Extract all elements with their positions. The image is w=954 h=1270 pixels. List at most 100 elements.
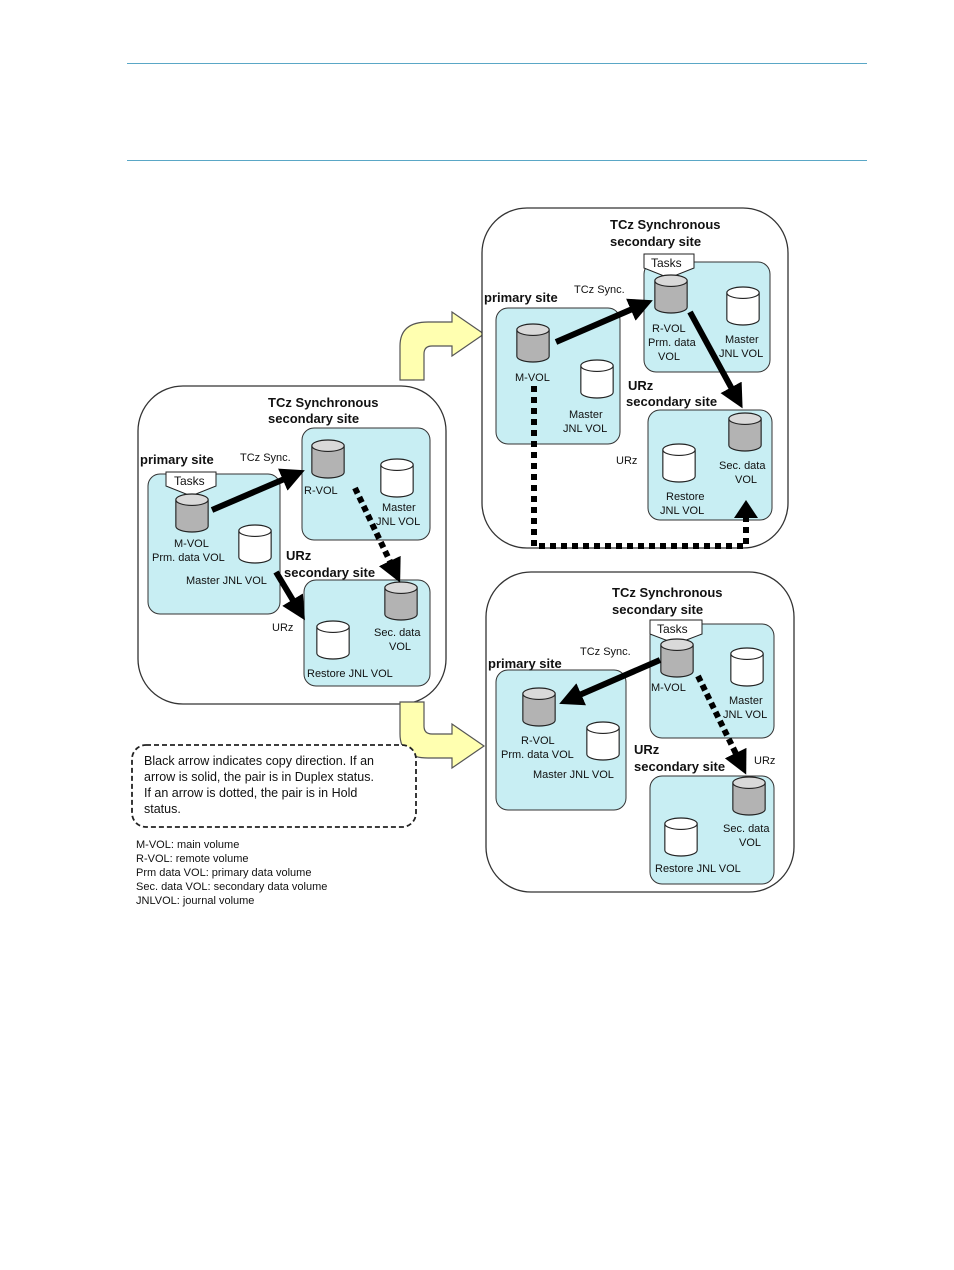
m-vol-prm-label: Prm. data VOL <box>152 552 225 564</box>
urz-hold-path-top <box>531 386 749 549</box>
tcz-sync-arrow <box>210 468 305 513</box>
r-vol-label-top: R-VOL <box>652 323 686 335</box>
tasks-tag-top <box>643 253 695 279</box>
scenario-top-right: TCz Synchronous secondary site primary s… <box>481 207 789 549</box>
restore-jnl-disk <box>316 620 350 660</box>
scenario-bottom-right: TCz Synchronous secondary site primary s… <box>485 571 795 893</box>
sec-vol-label-top: VOL <box>735 474 757 486</box>
restore-jnl-vol-label-top: JNL VOL <box>660 505 704 517</box>
primary-site-label: primary site <box>140 452 214 467</box>
sec-vol-label-bottom: VOL <box>739 837 761 849</box>
restore-jnl-label-bottom: Restore JNL VOL <box>655 863 741 875</box>
legend-item: R-VOL: remote volume <box>136 853 248 865</box>
tasks-label: Tasks <box>174 474 205 488</box>
urz-secondary-site-label-bottom: secondary site <box>634 759 725 774</box>
note-line-3: If an arrow is dotted, the pair is in Ho… <box>144 786 357 800</box>
m-vol-disk-bottom <box>660 638 694 678</box>
urz-secondary-site-label-top: secondary site <box>626 394 717 409</box>
tcz-sync-label-bottom: TCz Sync. <box>580 646 631 658</box>
jnl-vol-label-top-2: JNL VOL <box>719 348 763 360</box>
tcz-secondary-title-top-l2: secondary site <box>610 234 701 249</box>
urz-link-label-top: URz <box>616 455 637 467</box>
tcz-secondary-title-l1: TCz Synchronous <box>268 395 379 410</box>
sec-data-label-bottom: Sec. data <box>723 823 770 835</box>
tcz-secondary-title-top-l1: TCz Synchronous <box>610 217 721 232</box>
restore-jnl-disk-top <box>662 443 696 483</box>
urz-label-bottom: URz <box>634 742 660 757</box>
jnl-vol-label-top: JNL VOL <box>563 423 607 435</box>
header-rule-top <box>127 63 867 64</box>
tasks-label-bottom: Tasks <box>657 622 688 636</box>
sec-data-label-top: Sec. data <box>719 460 766 472</box>
tasks-tag <box>165 471 217 497</box>
m-vol-label: M-VOL <box>174 538 209 550</box>
tasks-tag-bottom <box>649 619 703 645</box>
m-vol-label-bottom: M-VOL <box>651 682 686 694</box>
restore-jnl-disk-bottom <box>664 817 698 857</box>
note-line-4: status. <box>144 802 181 816</box>
note-box <box>131 744 417 828</box>
tcz-sync-label: TCz Sync. <box>240 452 291 464</box>
scenario-left: TCz Synchronous secondary site primary s… <box>137 385 447 705</box>
master-jnl-disk-2 <box>380 458 414 498</box>
urz-link-label-bottom: URz <box>754 755 775 767</box>
legend-item: M-VOL: main volume <box>136 839 239 851</box>
master-jnl-label-bottom: Master JNL VOL <box>533 769 614 781</box>
note-line-2: arrow is solid, the pair is in Duplex st… <box>144 770 374 784</box>
legend-item: Prm data VOL: primary data volume <box>136 867 311 879</box>
urz-hold-arrow-bottom <box>695 674 747 775</box>
m-vol-label-top: M-VOL <box>515 372 550 384</box>
master-label-top-2: Master <box>725 334 759 346</box>
tcz-sync-arrow-top <box>554 298 653 345</box>
jnl-vol-label: JNL VOL <box>376 516 420 528</box>
urz-arrow <box>273 570 305 621</box>
header-rule-bottom <box>127 160 867 161</box>
urz-label-top: URz <box>628 378 654 393</box>
sec-data-disk <box>384 581 418 621</box>
urz-hold-arrowhead-top <box>734 500 758 518</box>
urz-secondary-site-label: secondary site <box>284 565 375 580</box>
master-jnl-disk-bottom <box>730 647 764 687</box>
m-vol-disk-top <box>516 323 550 363</box>
tasks-label-top: Tasks <box>651 256 682 270</box>
note-line-1: Black arrow indicates copy direction. If… <box>144 754 374 768</box>
restore-label-top: Restore <box>666 491 705 503</box>
urz-label: URz <box>286 548 312 563</box>
master-label-bottom: Master <box>729 695 763 707</box>
sec-data-disk-bottom <box>732 776 766 816</box>
jnl-vol-label-bottom: JNL VOL <box>723 709 767 721</box>
block-arrow-up <box>399 310 486 381</box>
master-jnl-label: Master JNL VOL <box>186 575 267 587</box>
master-jnl-disk-top <box>580 359 614 399</box>
prm-vol-label-top: VOL <box>658 351 680 363</box>
tcz-sync-arrow-bottom <box>559 657 662 706</box>
r-vol-disk-top <box>654 274 688 314</box>
urz-link-label: URz <box>272 622 293 634</box>
master-label-top: Master <box>569 409 603 421</box>
legend-item: Sec. data VOL: secondary data volume <box>136 881 327 893</box>
m-vol-disk <box>175 493 209 533</box>
tcz-sync-label-top: TCz Sync. <box>574 284 625 296</box>
r-vol-disk <box>311 439 345 479</box>
master-jnl-disk-top-2 <box>726 286 760 326</box>
master-jnl-disk <box>238 524 272 564</box>
tcz-secondary-title-bot-l2: secondary site <box>612 602 703 617</box>
prm-data-label-top: Prm. data <box>648 337 697 349</box>
r-vol-label-bottom: R-VOL <box>521 735 555 747</box>
primary-site-label-top: primary site <box>484 290 558 305</box>
r-vol-label: R-VOL <box>304 485 338 497</box>
urz-arrow-top <box>687 310 743 409</box>
sec-data-label: Sec. data <box>374 627 421 639</box>
master-jnl-disk-bottom-2 <box>586 721 620 761</box>
tcz-secondary-title-l2: secondary site <box>268 411 359 426</box>
tcz-secondary-title-bot-l1: TCz Synchronous <box>612 585 723 600</box>
r-vol-prm-label-bottom: Prm. data VOL <box>501 749 574 761</box>
primary-site-label-bottom: primary site <box>488 656 562 671</box>
sec-data-disk-top <box>728 412 762 452</box>
sec-vol-label: VOL <box>389 641 411 653</box>
legend-item: JNLVOL: journal volume <box>136 895 254 907</box>
restore-jnl-label: Restore JNL VOL <box>307 668 393 680</box>
master-label: Master <box>382 502 416 514</box>
urz-hold-arrow <box>352 486 401 583</box>
